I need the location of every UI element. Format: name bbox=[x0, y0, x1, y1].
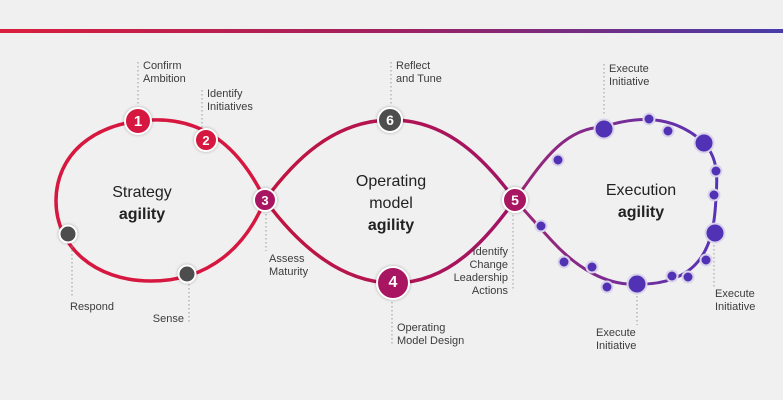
execution-dot-large bbox=[693, 132, 715, 154]
node-4: 4 bbox=[376, 266, 410, 300]
node-5-number: 5 bbox=[511, 192, 519, 208]
node-1: 1 bbox=[124, 107, 152, 135]
strategy-loop-path bbox=[54, 118, 267, 283]
label-identify-initiatives: Identify Initiatives bbox=[207, 88, 253, 113]
operating-title-line1: Operating bbox=[355, 173, 427, 190]
strategy-loop-title: Strategy agility bbox=[112, 182, 172, 226]
execution-dots bbox=[534, 112, 726, 295]
label-execute-initiative-top: Execute Initiative bbox=[609, 63, 650, 88]
strategy-title-line: Strategy bbox=[112, 184, 172, 201]
label-confirm-ambition: Confirm Ambition bbox=[143, 60, 186, 85]
node-2-number: 2 bbox=[202, 132, 210, 148]
label-identify-change-leadership-actions: Identify Change Leadership Actions bbox=[453, 246, 508, 297]
execution-dot-small bbox=[557, 255, 571, 269]
node-3: 3 bbox=[253, 188, 277, 212]
execution-dot-small bbox=[551, 153, 565, 167]
label-respond: Respond bbox=[70, 301, 115, 313]
execution-dot-small bbox=[709, 164, 723, 178]
label-assess-maturity: Assess Maturity bbox=[269, 253, 309, 278]
execution-dot-small bbox=[534, 219, 548, 233]
node-6: 6 bbox=[377, 107, 403, 133]
node-2: 2 bbox=[194, 128, 218, 152]
node-3-number: 3 bbox=[261, 192, 269, 208]
node-1-number: 1 bbox=[133, 112, 143, 130]
operating-title-line2: model bbox=[369, 195, 413, 212]
node-4-number: 4 bbox=[388, 274, 398, 291]
execution-dot-small bbox=[681, 270, 695, 284]
execution-loop-title: Execution agility bbox=[606, 180, 676, 224]
node-6-number: 6 bbox=[386, 112, 394, 128]
operating-model-loop-title: Operating model agility bbox=[356, 171, 426, 237]
label-sense: Sense bbox=[152, 313, 184, 325]
execution-dot-large bbox=[704, 222, 726, 244]
leader-lines bbox=[71, 62, 715, 344]
execution-dot-small bbox=[707, 188, 721, 202]
node-5: 5 bbox=[502, 187, 528, 213]
execution-dot-small bbox=[699, 253, 713, 267]
node-respond bbox=[58, 224, 78, 244]
execution-dot-small bbox=[665, 269, 679, 283]
label-execute-initiative-right: Execute Initiative bbox=[715, 288, 756, 313]
execution-title-line: Execution bbox=[605, 182, 677, 199]
label-reflect-and-tune: Reflect and Tune bbox=[396, 60, 442, 85]
execution-dot-large bbox=[626, 273, 648, 295]
execution-dot-small bbox=[585, 260, 599, 274]
execution-dot-small bbox=[600, 280, 614, 294]
strategy-title-bold: agility bbox=[118, 206, 166, 223]
gradient-top-bar bbox=[0, 29, 783, 33]
execution-dot-large bbox=[593, 118, 615, 140]
label-execute-initiative-bottom: Execute Initiative bbox=[596, 327, 637, 352]
label-operating-model-design: Operating Model Design bbox=[397, 322, 465, 347]
operating-title-bold: agility bbox=[367, 217, 415, 234]
node-sense bbox=[177, 264, 197, 284]
execution-dot-small bbox=[661, 124, 675, 138]
execution-title-bold: agility bbox=[617, 204, 665, 221]
execution-dot-small bbox=[642, 112, 656, 126]
